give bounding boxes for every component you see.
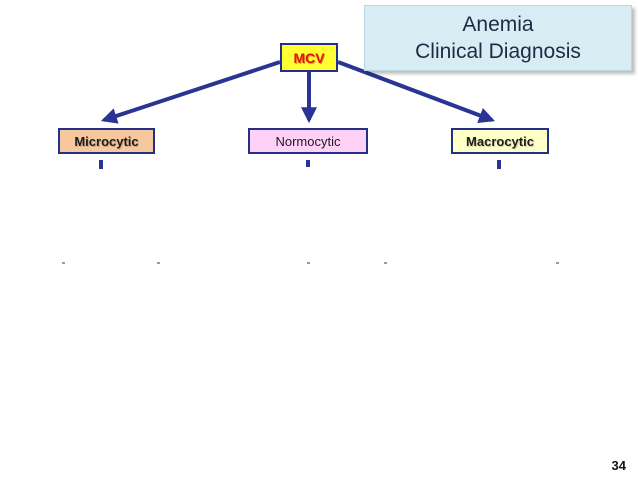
tick-mark <box>556 262 559 264</box>
node-microcytic: Microcytic <box>58 128 155 154</box>
stub-normocytic <box>306 160 310 167</box>
arrow-to-microcytic <box>100 60 281 124</box>
tick-mark <box>307 262 310 264</box>
title-line-1: Anemia <box>462 13 534 36</box>
arrow-to-macrocytic <box>337 60 495 123</box>
tick-mark <box>384 262 387 264</box>
stub-microcytic <box>99 160 103 169</box>
title-line-2: Clinical Diagnosis <box>415 40 581 63</box>
node-normocytic: Normocytic <box>248 128 368 154</box>
root-node-mcv: MCV <box>280 43 338 72</box>
page-number: 34 <box>611 458 626 473</box>
title-box: Anemia Clinical Diagnosis <box>364 5 632 71</box>
stub-macrocytic <box>497 160 501 169</box>
node-macrocytic: Macrocytic <box>451 128 549 154</box>
tick-mark <box>157 262 160 264</box>
tick-mark <box>62 262 65 264</box>
